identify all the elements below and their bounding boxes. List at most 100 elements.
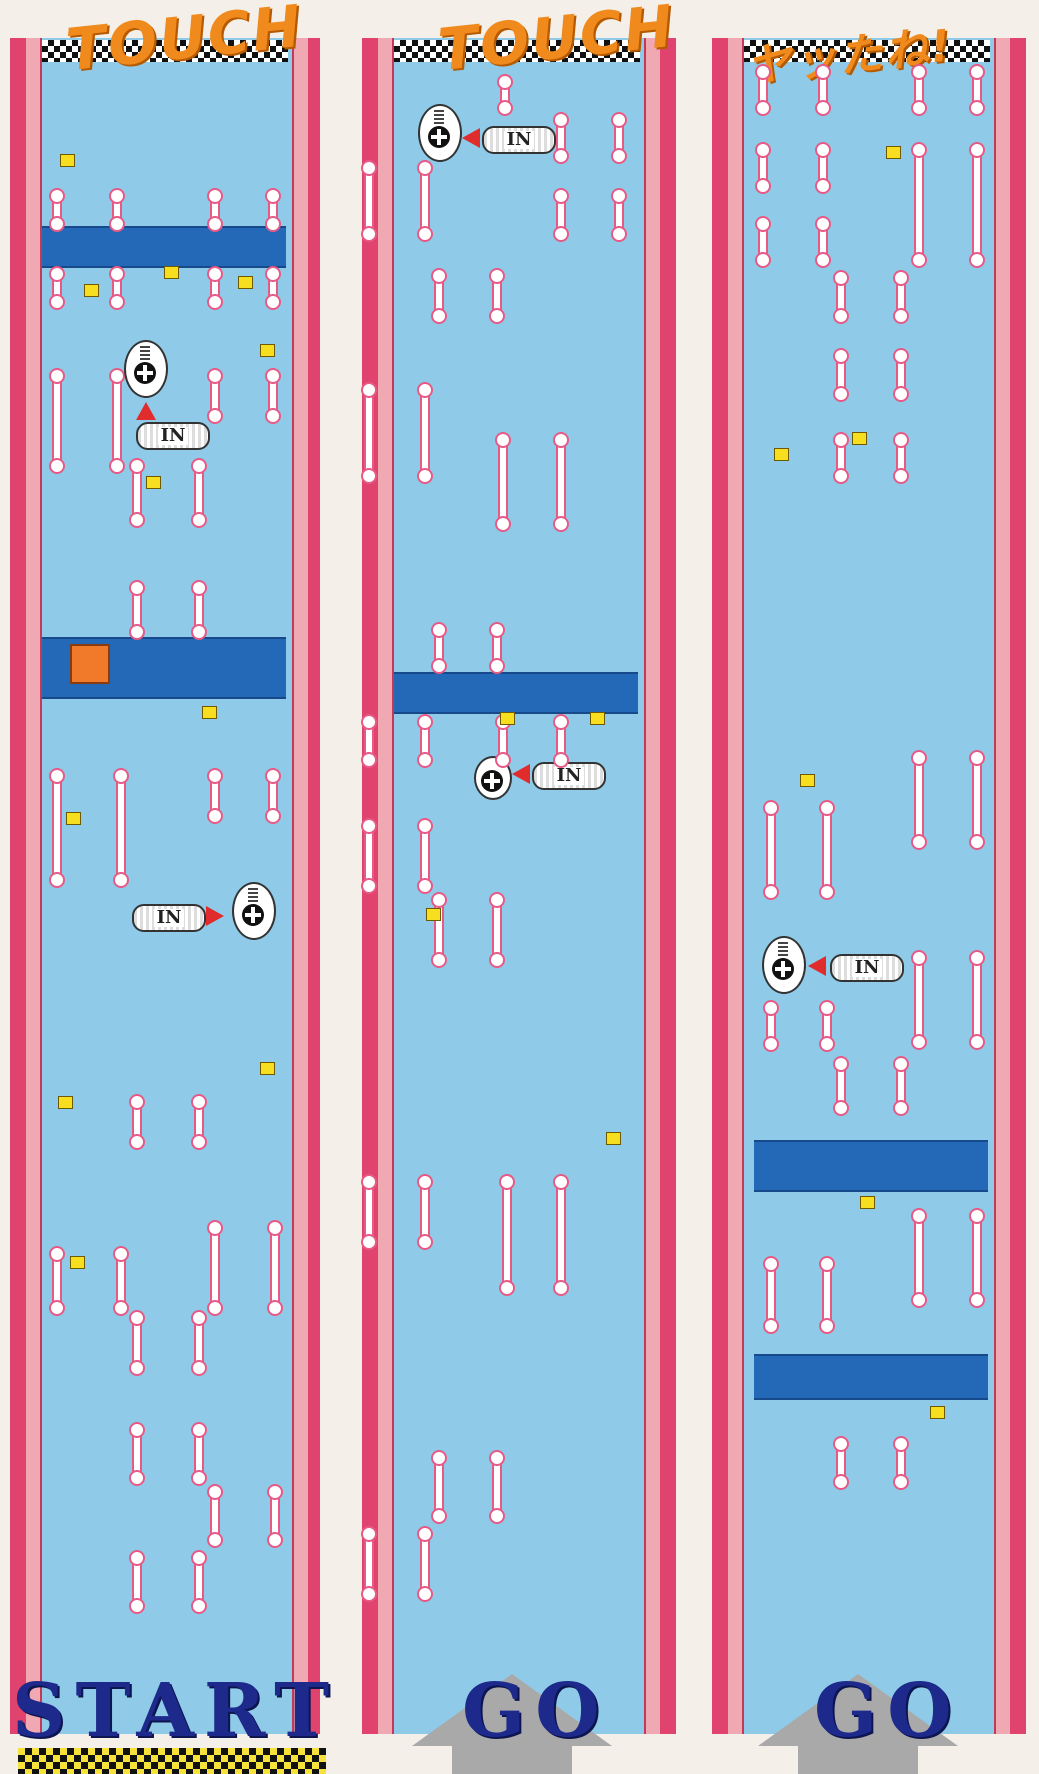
peg [364, 166, 374, 236]
coin-chip [590, 712, 605, 725]
peg [492, 898, 502, 962]
in-button[interactable]: IN [482, 126, 556, 154]
peg [914, 956, 924, 1044]
dpad-icon[interactable] [418, 104, 462, 162]
peg [492, 1456, 502, 1518]
peg [210, 194, 220, 226]
go-label: GO [462, 1668, 610, 1754]
peg [194, 1316, 204, 1370]
dpad-icon[interactable] [762, 936, 806, 994]
coin-chip [852, 432, 867, 445]
coin-chip [66, 812, 81, 825]
peg [766, 806, 776, 894]
red-arrow-icon [462, 128, 480, 148]
water-bar [42, 226, 286, 268]
peg [758, 70, 768, 110]
peg [896, 1062, 906, 1110]
peg [498, 720, 508, 762]
peg [112, 374, 122, 468]
peg [914, 148, 924, 262]
coin-chip [774, 448, 789, 461]
in-button[interactable]: IN [532, 762, 606, 790]
in-button[interactable]: IN [136, 422, 210, 450]
coin-chip [426, 908, 441, 921]
peg [364, 388, 374, 478]
water-bar [394, 672, 638, 714]
peg [132, 586, 142, 634]
peg [896, 1442, 906, 1484]
peg [132, 464, 142, 522]
coin-chip [886, 146, 901, 159]
peg [420, 1532, 430, 1596]
water-bar [754, 1354, 988, 1400]
peg [210, 774, 220, 818]
peg [758, 148, 768, 188]
peg [132, 1100, 142, 1144]
peg [420, 720, 430, 762]
peg [420, 824, 430, 888]
coin-chip [860, 1196, 875, 1209]
peg [52, 374, 62, 468]
peg [556, 118, 566, 158]
panel-2: TOUCH IN IN GO [356, 0, 686, 1774]
peg [836, 438, 846, 478]
peg [836, 354, 846, 396]
peg [268, 272, 278, 304]
peg [194, 464, 204, 522]
in-button[interactable]: IN [132, 904, 206, 932]
peg [194, 586, 204, 634]
coin-chip [800, 774, 815, 787]
dpad-icon[interactable] [124, 340, 168, 398]
peg [210, 1490, 220, 1542]
peg [758, 222, 768, 262]
peg [502, 1180, 512, 1290]
coin-chip [84, 284, 99, 297]
peg [210, 374, 220, 418]
peg [818, 70, 828, 110]
peg [492, 628, 502, 668]
peg [914, 1214, 924, 1302]
coin-chip [146, 476, 161, 489]
peg [434, 274, 444, 318]
peg [434, 628, 444, 668]
red-arrow-icon [136, 402, 156, 420]
peg [52, 194, 62, 226]
peg [132, 1428, 142, 1480]
peg [972, 1214, 982, 1302]
peg [556, 720, 566, 762]
peg [52, 272, 62, 304]
peg [268, 374, 278, 418]
start-label: START [12, 1668, 339, 1754]
dpad-icon[interactable] [232, 882, 276, 940]
peg [420, 166, 430, 236]
peg [270, 1226, 280, 1310]
in-button[interactable]: IN [830, 954, 904, 982]
coin-chip [260, 344, 275, 357]
peg [132, 1556, 142, 1608]
peg [132, 1316, 142, 1370]
peg [896, 354, 906, 396]
coin-chip [930, 1406, 945, 1419]
peg [194, 1556, 204, 1608]
peg [766, 1006, 776, 1046]
peg [364, 1180, 374, 1244]
peg [194, 1100, 204, 1144]
peg [822, 1006, 832, 1046]
peg [822, 1262, 832, 1328]
peg [972, 956, 982, 1044]
red-arrow-icon [808, 956, 826, 976]
peg [210, 272, 220, 304]
peg [972, 148, 982, 262]
orange-block [70, 644, 110, 684]
peg [420, 388, 430, 478]
coin-chip [238, 276, 253, 289]
red-arrow-icon [512, 764, 530, 784]
coin-chip [500, 712, 515, 725]
peg [556, 1180, 566, 1290]
peg [112, 272, 122, 304]
peg [556, 438, 566, 526]
peg [822, 806, 832, 894]
peg [836, 1062, 846, 1110]
peg [818, 222, 828, 262]
peg [420, 1180, 430, 1244]
